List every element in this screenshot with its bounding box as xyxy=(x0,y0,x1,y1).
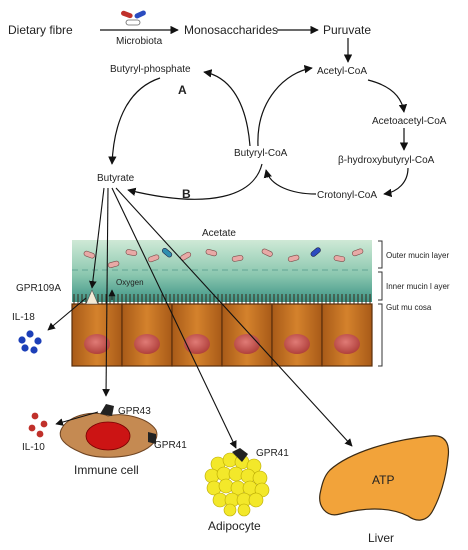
gut-epithelium xyxy=(71,240,373,367)
monosaccharides-label: Monosaccharides xyxy=(184,23,278,37)
butyrate-to-gpr109a-arrow xyxy=(89,187,105,289)
route-a-arrow xyxy=(203,69,251,147)
liver-label: Liver xyxy=(368,531,394,545)
microbiota-icon xyxy=(121,10,146,26)
crotonyl-to-butyryl-arrow xyxy=(263,169,317,195)
inner-mucin-label: Inner mucin l ayer xyxy=(386,282,450,291)
gpr41-immune-receptor-icon xyxy=(148,432,156,444)
butyrate-to-adipocyte-arrow xyxy=(111,187,237,449)
adipocyte-label: Adipocyte xyxy=(208,519,261,533)
gpr41-immune-label: GPR41 xyxy=(154,440,187,451)
gpr41-adipocyte-receptor-icon xyxy=(232,448,248,462)
butyryl-phosphate-label: Butyryl-phosphate xyxy=(110,64,191,75)
adipocyte-cluster xyxy=(204,452,270,517)
acetoacetyl-coa-label: Acetoacetyl-CoA xyxy=(372,116,447,127)
route-b-label: B xyxy=(182,187,191,201)
atp-label: ATP xyxy=(372,473,394,487)
dietary-fibre-label: Dietary fibre xyxy=(8,23,73,37)
layer-brackets xyxy=(378,240,383,367)
gpr109a-receptor-icon xyxy=(85,289,99,305)
outer-mucin-label: Outer mucin layer xyxy=(386,251,449,260)
gpr43-label: GPR43 xyxy=(118,406,151,417)
hydroxy-to-crotonyl-arrow xyxy=(383,167,409,198)
gpr109a-label: GPR109A xyxy=(16,283,61,294)
acetyl-to-acetoacetyl-arrow xyxy=(367,79,408,113)
oxygen-label: Oxygen xyxy=(116,278,144,287)
immune-cell-label: Immune cell xyxy=(74,463,139,477)
route-b-arrow xyxy=(127,163,263,200)
bacteria-cluster xyxy=(83,247,364,268)
il18-dots xyxy=(18,330,42,354)
microvilli xyxy=(73,294,371,304)
butyrate-label: Butyrate xyxy=(97,173,135,184)
mucosa-label: Gut mu cosa xyxy=(386,303,432,312)
butyrate-to-gpr43-arrow xyxy=(102,187,110,397)
crotonyl-coa-label: Crotonyl-CoA xyxy=(317,190,377,201)
epithelial-cells xyxy=(71,303,373,367)
immune-cell xyxy=(59,404,158,458)
acetyl-coa-label: Acetyl-CoA xyxy=(317,66,367,77)
microbiota-label: Microbiota xyxy=(116,36,163,47)
il18-label: IL-18 xyxy=(12,312,35,323)
gpr43-receptor-icon xyxy=(100,404,114,416)
hydroxybutyryl-coa-label: β-hydroxybutyryl-CoA xyxy=(338,155,435,166)
puruvate-label: Puruvate xyxy=(323,23,371,37)
butyrate-to-liver-arrow xyxy=(115,187,353,447)
route-a-label: A xyxy=(178,83,187,97)
butyryl-to-acetyl-arrow xyxy=(257,65,313,147)
il10-dots xyxy=(28,412,48,438)
butyryl-coa-label: Butyryl-CoA xyxy=(234,148,288,159)
gpr41-adipocyte-label: GPR41 xyxy=(256,448,289,459)
phosphate-to-butyrate-arrow xyxy=(108,77,161,165)
mucin-layer xyxy=(72,240,372,302)
acetate-label: Acetate xyxy=(202,228,236,239)
liver-shape xyxy=(319,435,450,521)
gpr43-to-il10-arrow xyxy=(55,411,99,426)
il10-label: IL-10 xyxy=(22,442,45,453)
gpr109a-to-il18-arrow xyxy=(47,297,87,331)
